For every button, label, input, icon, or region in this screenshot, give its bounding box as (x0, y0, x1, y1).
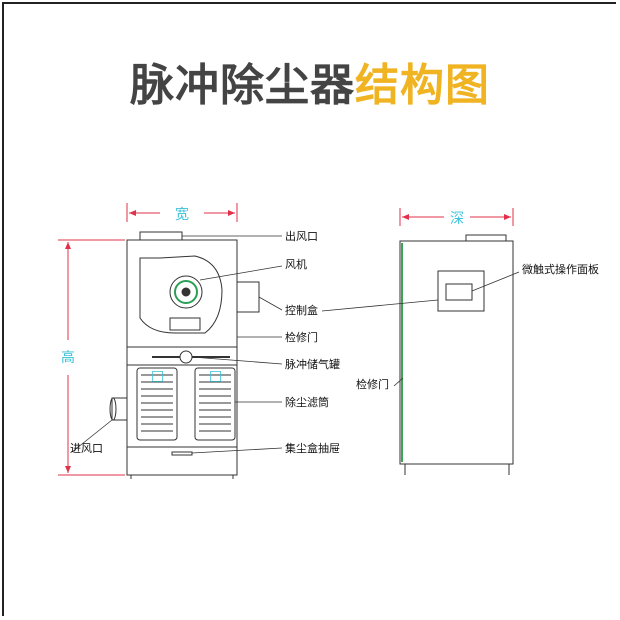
label-control-panel: 微触式操作面板 (522, 262, 599, 276)
inlet-duct (111, 397, 128, 421)
side-cabinet (399, 240, 514, 465)
depth-label: 深 (450, 211, 464, 227)
control-panel-frame (437, 270, 485, 312)
fan-housing (139, 255, 223, 334)
side-outlet (465, 234, 507, 242)
title-part-gray: 脉冲除尘器 (130, 60, 355, 111)
front-width-dimension: 宽 (126, 203, 238, 223)
label-access-door-side: 检修门 (356, 377, 389, 391)
dust-drawer-handle (171, 451, 193, 456)
label-control-box: 控制盒 (285, 303, 318, 317)
label-filter: 除尘滤筒 (285, 395, 329, 409)
fan-impeller-outer (169, 275, 203, 309)
label-fan: 风机 (285, 257, 307, 271)
control-panel-screen (445, 283, 473, 301)
side-depth-dimension: 深 (399, 208, 514, 227)
diagram-title: 脉冲除尘器结构图 (0, 60, 620, 113)
front-leaders (71, 235, 283, 454)
height-label: 高 (61, 349, 75, 366)
side-leaders (321, 271, 520, 387)
label-access-door-front: 检修门 (285, 330, 318, 344)
control-box (236, 281, 260, 313)
front-view: □ □ (109, 231, 260, 479)
pulse-tank (179, 350, 193, 364)
outlet-duct (139, 231, 183, 241)
label-inlet: 进风口 (70, 442, 103, 455)
filter-cartridge-right (194, 367, 236, 441)
fan-hub (181, 287, 191, 297)
inlet-opening (109, 397, 117, 421)
label-outlet: 出风口 (285, 229, 318, 243)
fan-base (169, 317, 201, 331)
svg-text:□: □ (151, 368, 164, 384)
label-pulse-tank: 脉冲储气罐 (285, 357, 340, 371)
svg-text:□: □ (209, 368, 222, 384)
label-dust-drawer: 集尘盒抽屉 (285, 441, 340, 455)
title-part-yellow: 结构图 (355, 60, 490, 111)
width-label: 宽 (175, 206, 189, 223)
filter-cartridge-left (136, 367, 178, 441)
front-height-dimension: 高 (58, 239, 125, 476)
side-view (399, 234, 514, 475)
fan-impeller (174, 280, 198, 304)
